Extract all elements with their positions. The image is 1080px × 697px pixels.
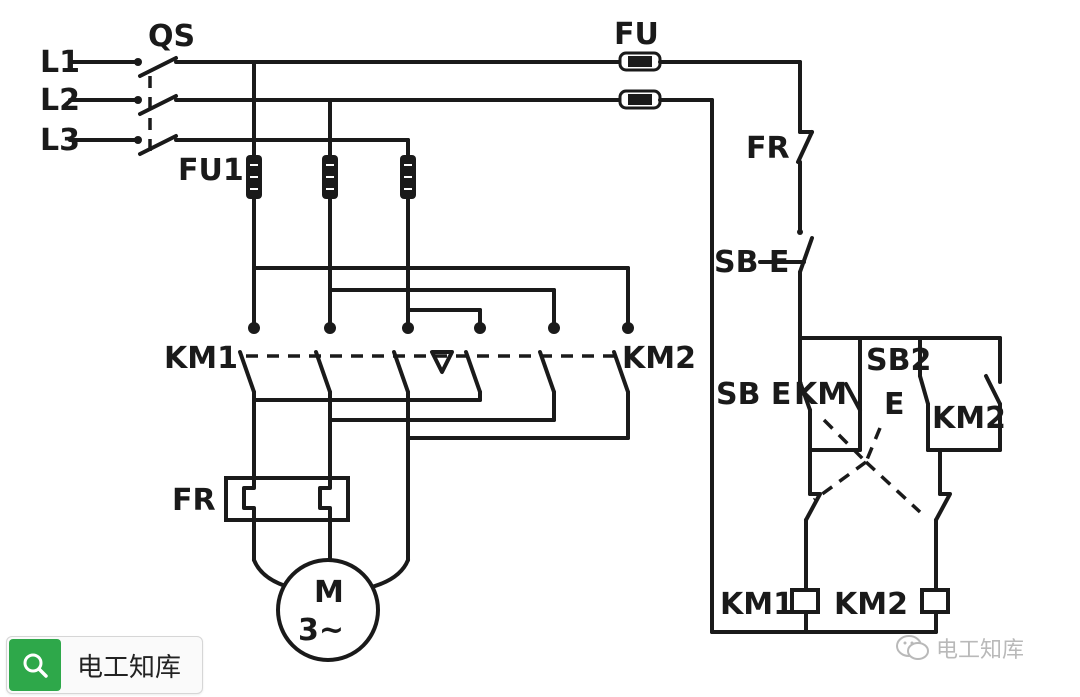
motor [252,558,410,662]
label-km2-coil: KM2 [834,587,908,622]
label-km-hold: KM [794,377,847,412]
label-km1-main: KM1 [164,341,238,376]
watermark: 电工知库 [896,632,1024,664]
label-fu1: FU1 [178,153,244,188]
search-icon [23,653,48,678]
fu-control-fuses [618,51,802,634]
label-l1: L1 [40,45,80,80]
main-contacts [238,350,630,394]
label-km2-hold: KM2 [932,401,1006,436]
control-circuit [710,130,1002,634]
search-button[interactable] [9,639,61,691]
label-fu: FU [614,17,659,52]
fr-thermal-relay [224,476,350,562]
label-l2: L2 [40,83,80,118]
label-fr-control: FR [746,131,790,166]
label-qs: QS [148,19,195,54]
label-e-right: E [884,387,905,422]
supply-lines [68,58,142,144]
label-sb1: SB E [716,377,791,412]
label-km1-coil: KM1 [720,587,794,622]
fu1-main-fuses [246,60,416,327]
label-fr-main: FR [172,483,216,518]
label-l3: L3 [40,123,80,158]
search-text: 电工知库 [77,652,182,683]
label-motor-m: M [314,575,344,610]
main-contact-terminals [248,322,634,334]
motor-side-wiring [252,390,630,562]
label-sb-stop: SB E [714,245,789,280]
label-km2-main: KM2 [622,341,696,376]
qs-switch [138,56,622,160]
km2-reversing-wiring [252,266,630,327]
search-bar[interactable]: 电工知库 [6,636,203,694]
watermark-text: 电工知库 [936,638,1025,663]
wechat-icon [896,635,929,660]
label-sb2: SB2 [866,343,931,378]
label-motor-phase: 3~ [298,613,344,648]
